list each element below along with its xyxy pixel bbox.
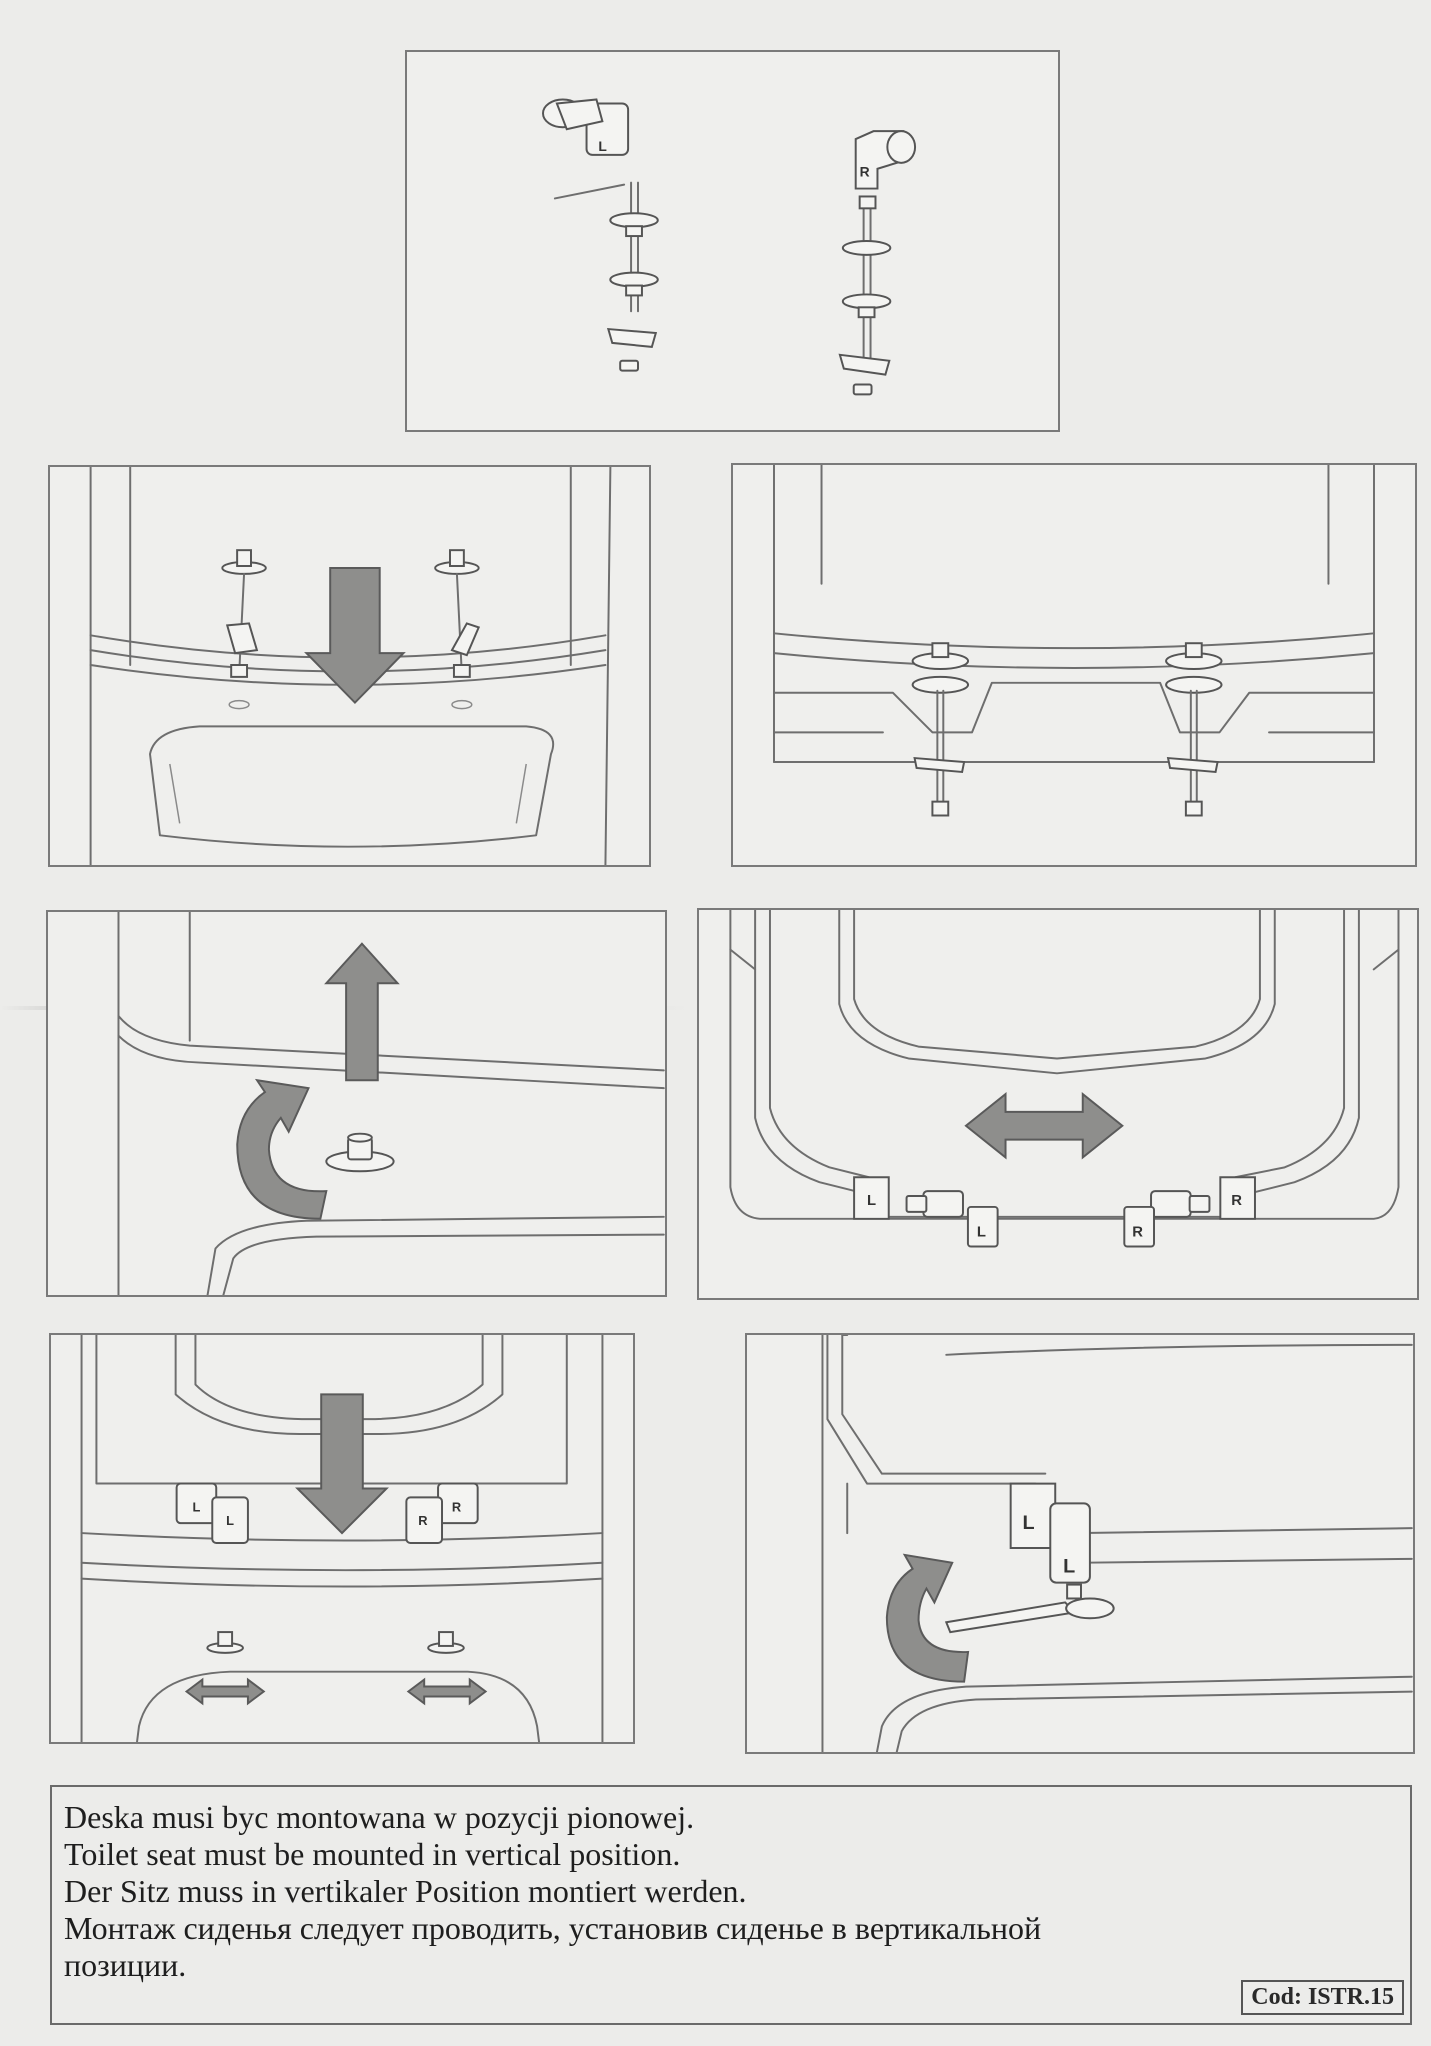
panel-step-bolts-fitted [731, 463, 1417, 867]
instruction-line-english: Toilet seat must be mounted in vertical … [64, 1836, 681, 1872]
parts-illustration: L R [542, 98, 917, 396]
left-hinge-label: L [598, 138, 607, 154]
double-arrow-icon [964, 1092, 1124, 1160]
left-bolt [911, 642, 970, 817]
left-base-label: L [867, 1193, 876, 1209]
step-insert-bolts-illustration [89, 467, 612, 865]
right-double-arrow-icon [406, 1677, 488, 1706]
instruction-line-russian-cont: позиции. [64, 1947, 187, 1983]
left-hinge-label: L [977, 1225, 986, 1241]
right-hinge-assembly: R [838, 130, 917, 396]
panel-step-tighten [46, 910, 667, 1297]
left-base-label: L [1023, 1512, 1035, 1534]
rotate-arrow-icon [885, 1553, 970, 1683]
panel-step-insert-bolts [48, 465, 651, 867]
panel-step-place-seat: L L R R [49, 1333, 635, 1744]
down-arrow-icon [304, 566, 406, 705]
panel-parts-overview: L R [405, 50, 1060, 432]
right-hinge-label: R [860, 164, 870, 180]
left-hinge-assembly: L [542, 98, 659, 372]
instruction-line-polish: Deska musi byc montowana w pozycji piono… [64, 1799, 695, 1835]
panel-step-adjust-hinges: L L R R [697, 908, 1419, 1300]
step-final-tightening-illustration: L L [821, 1335, 1413, 1752]
instructions-box: Deska musi byc montowana w pozycji piono… [50, 1785, 1412, 2025]
panel-step-final-tightening: L L [745, 1333, 1415, 1754]
right-hinge-label: R [1132, 1225, 1143, 1241]
right-hinge-label: R [418, 1513, 428, 1528]
down-arrow-icon [295, 1393, 389, 1535]
right-base-label: R [1231, 1193, 1242, 1209]
up-arrow-icon [324, 942, 400, 1082]
left-hinge-label: L [226, 1513, 234, 1528]
left-double-arrow-icon [184, 1677, 266, 1706]
step-adjust-hinges-illustration: L L R R [729, 910, 1400, 1248]
right-base-label: R [452, 1499, 462, 1514]
left-base-label: L [192, 1499, 200, 1514]
right-bolt [1165, 642, 1223, 817]
instruction-line-german: Der Sitz muss in vertikaler Position mon… [64, 1873, 747, 1909]
step-place-seat-illustration: L L R R [80, 1335, 604, 1742]
left-hinge-label: L [1063, 1556, 1075, 1578]
step-bolts-fitted-illustration [773, 465, 1375, 817]
step-tighten-illustration [117, 912, 665, 1295]
instruction-line-russian: Монтаж сиденья следует проводить, устано… [64, 1910, 1042, 1946]
document-code: Cod: ISTR.15 [1241, 1980, 1404, 2015]
rotate-arrow-icon [236, 1078, 328, 1220]
